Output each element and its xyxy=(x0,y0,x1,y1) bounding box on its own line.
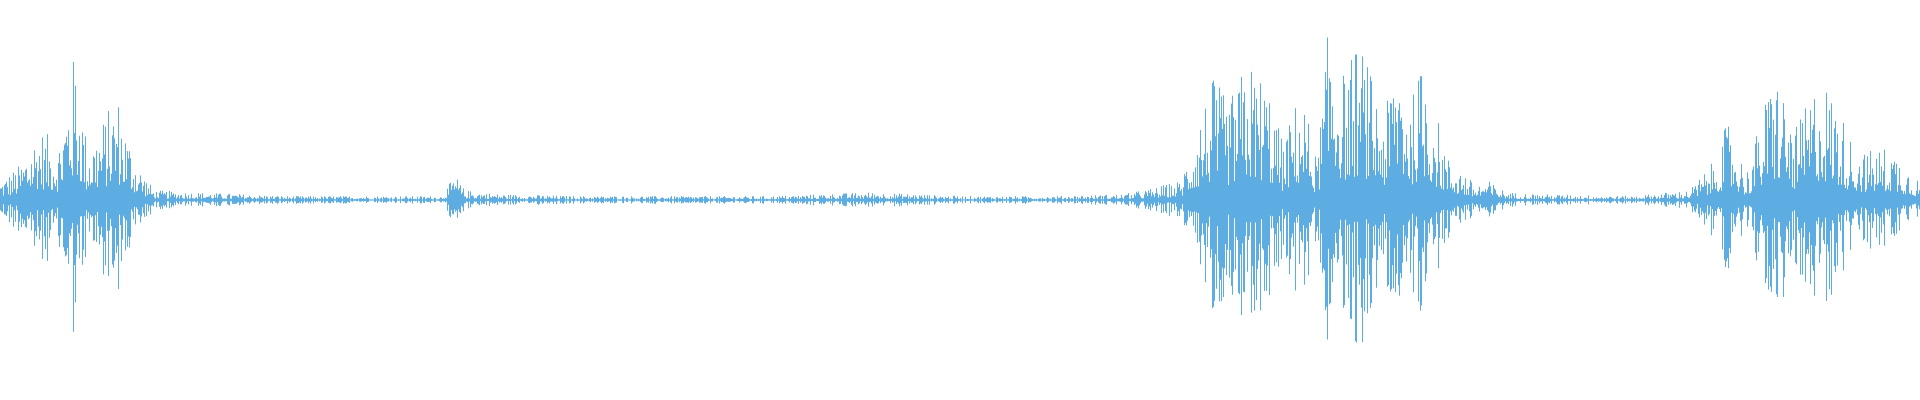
waveform-path xyxy=(0,37,1920,343)
